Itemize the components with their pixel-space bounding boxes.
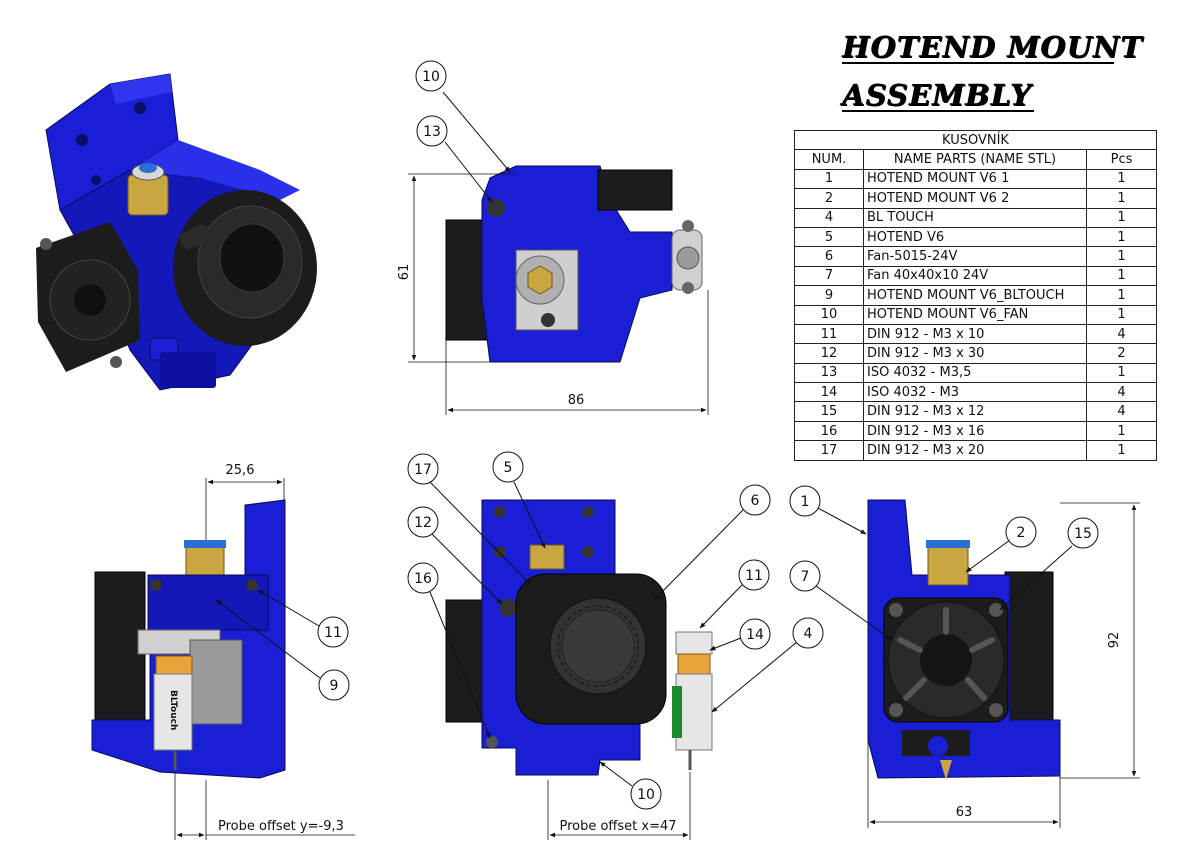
svg-text:16: 16: [414, 571, 432, 587]
bom-num: 4: [794, 207, 864, 228]
balloon-13: 13: [416, 115, 493, 203]
bom-pcs: 1: [1086, 207, 1157, 228]
bom-num: 11: [794, 323, 864, 345]
side-view: BLTouch 25,6 Probe offset y=-9,3: [91, 463, 355, 840]
bom-name: HOTEND MOUNT V6_FAN: [863, 304, 1087, 325]
title-underline-2: [842, 110, 1034, 112]
balloon-16: 16: [407, 562, 491, 739]
svg-text:17: 17: [414, 462, 432, 478]
bom-header-name: NAME PARTS (NAME STL): [863, 149, 1087, 170]
bom-num: 2: [794, 188, 864, 209]
svg-text:4: 4: [804, 626, 813, 642]
balloon-14: 14: [709, 618, 771, 651]
svg-text:7: 7: [801, 569, 810, 585]
bom-pcs: 1: [1086, 168, 1157, 190]
balloon-5: 5: [492, 451, 546, 549]
balloon-15: 15: [999, 517, 1099, 611]
dim-probe-offset-y: Probe offset y=-9,3: [218, 819, 344, 834]
bom-name: DIN 912 - M3 x 10: [863, 323, 1087, 345]
svg-text:9: 9: [330, 678, 339, 694]
balloon-2: 2: [965, 516, 1037, 573]
svg-text:11: 11: [745, 568, 763, 584]
dim-right-height: 92: [1107, 632, 1122, 649]
bom-name: DIN 912 - M3 x 30: [863, 343, 1087, 364]
title-line-2: ASSEMBLY: [842, 78, 1032, 112]
balloon-9: 9: [215, 599, 350, 701]
bom-num: 10: [794, 304, 864, 325]
bom-table: KUSOVNÍK NUM. NAME PARTS (NAME STL) Pcs …: [794, 129, 1157, 461]
svg-text:15: 15: [1074, 526, 1092, 542]
bom-name: DIN 912 - M3 x 12: [863, 401, 1087, 422]
bom-num: 16: [794, 420, 864, 442]
isometric-view: [36, 73, 317, 391]
bom-name: BL TOUCH: [863, 207, 1087, 228]
bom-pcs: 1: [1086, 226, 1157, 248]
bom-name: HOTEND V6: [863, 226, 1087, 248]
svg-text:11: 11: [324, 625, 342, 641]
bom-name: DIN 912 - M3 x 20: [863, 440, 1087, 461]
dim-top-height: 61: [397, 264, 412, 281]
bom-name: HOTEND MOUNT V6 1: [863, 168, 1087, 190]
bom-header-num: NUM.: [794, 149, 864, 170]
dim-side-offset: 25,6: [226, 463, 255, 478]
balloon-11-side: 11: [257, 589, 349, 648]
svg-text:13: 13: [423, 124, 441, 140]
bom-caption: KUSOVNÍK: [794, 129, 1157, 151]
balloon-1: 1: [789, 485, 867, 535]
balloon-7: 7: [789, 560, 893, 641]
svg-text:2: 2: [1017, 525, 1026, 541]
bltouch-label: BLTouch: [168, 690, 178, 730]
dim-right-width: 63: [956, 805, 973, 820]
balloon-10-top: 10: [415, 60, 511, 173]
svg-text:1: 1: [801, 494, 810, 510]
dim-top-width: 86: [568, 393, 585, 408]
front-view: Probe offset x=47: [445, 499, 713, 840]
bom-pcs: 1: [1086, 188, 1157, 209]
title-line-1: HOTEND MOUNT: [842, 30, 1143, 64]
dim-probe-offset-x: Probe offset x=47: [559, 819, 676, 834]
svg-text:12: 12: [414, 515, 432, 531]
svg-text:10: 10: [422, 69, 440, 85]
svg-text:6: 6: [751, 493, 760, 509]
title-underline-1: [842, 62, 1114, 64]
bom-num: 17: [794, 440, 864, 461]
top-view: 61 86: [397, 165, 709, 415]
balloon-4: 4: [711, 617, 824, 713]
balloon-12: 12: [407, 506, 503, 605]
bom-num: 1: [794, 168, 864, 190]
svg-text:5: 5: [504, 460, 513, 476]
callout-balloons: 10 13 11 9 17 5: [215, 60, 1099, 810]
balloon-11-front: 11: [699, 559, 770, 629]
svg-text:14: 14: [746, 627, 764, 643]
bom-pcs: 1: [1086, 440, 1157, 461]
rear-view: 92 63: [867, 499, 1140, 828]
bom-name: HOTEND MOUNT V6 2: [863, 188, 1087, 209]
bom-header-pcs: Pcs: [1086, 149, 1157, 170]
balloon-10-front: 10: [599, 761, 662, 810]
svg-text:10: 10: [637, 787, 655, 803]
balloon-17: 17: [407, 453, 531, 585]
bom-name: ISO 4032 - M3,5: [863, 362, 1087, 384]
balloon-6: 6: [653, 484, 771, 601]
